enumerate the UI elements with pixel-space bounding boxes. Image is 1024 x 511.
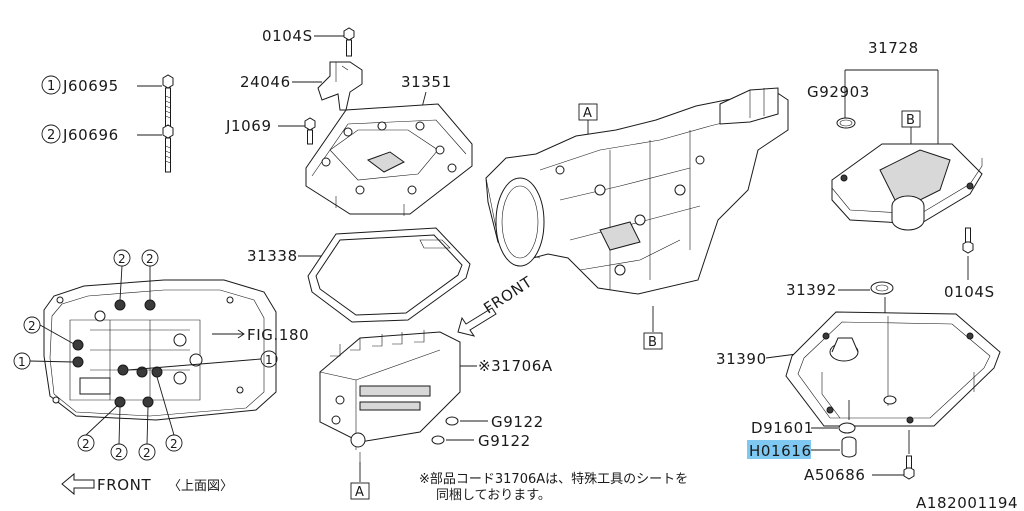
callout-a50686[interactable]: A50686 — [804, 430, 915, 484]
part-label-31706a[interactable]: ※31706A — [478, 357, 553, 375]
callout-31728[interactable]: 31728 — [844, 39, 939, 160]
callout-number-1: 1 — [47, 79, 55, 94]
fig-180-link[interactable]: FIG.180 — [247, 326, 309, 344]
figure-id: A182001194 — [916, 494, 1018, 511]
footnote-line-1: ※部品コード31706Aは、特殊工具のシートを — [419, 472, 688, 487]
front-arrow-left: FRONT 〈上面図〉 — [61, 472, 233, 496]
h01616-highlight — [747, 440, 811, 459]
valve-body-cover-31351 — [305, 103, 473, 216]
svg-text:A: A — [583, 106, 592, 121]
part-label-31728[interactable]: 31728 — [868, 39, 919, 57]
svg-text:1: 1 — [265, 353, 273, 367]
part-label-0104s-top[interactable]: 0104S — [262, 27, 313, 45]
part-label-j60696[interactable]: J60696 — [62, 126, 119, 144]
svg-text:2: 2 — [170, 437, 178, 451]
svg-text:2: 2 — [118, 252, 126, 266]
part-label-j60695[interactable]: J60695 — [62, 77, 119, 95]
box-a-bottom[interactable]: A — [350, 462, 370, 500]
part-label-31338[interactable]: 31338 — [247, 247, 298, 265]
box-b-bottom[interactable]: B — [643, 306, 663, 350]
bolt-0104s-top — [343, 27, 355, 57]
front-arrow-center: FRONT — [457, 273, 536, 337]
part-label-j1069[interactable]: J1069 — [225, 117, 272, 135]
callout-number-2: 2 — [47, 128, 55, 143]
part-label-d91601[interactable]: D91601 — [751, 419, 814, 437]
callout-24046[interactable]: 24046 — [240, 73, 322, 91]
front-label-left: FRONT — [97, 476, 151, 494]
callout-g9122-lower[interactable]: G9122 — [431, 432, 531, 450]
fig-180-reference[interactable]: FIG.180 — [212, 326, 309, 344]
bracket-24046 — [317, 61, 363, 111]
svg-text:B: B — [648, 335, 657, 350]
part-label-24046[interactable]: 24046 — [240, 73, 291, 91]
footnote-line-2: 同梱しております。 — [436, 488, 551, 503]
top-view-callouts: 2 2 2 1 1 2 2 2 2 — [13, 249, 278, 461]
oil-pan-31390 — [785, 311, 1001, 427]
bolt-j60695 — [162, 74, 174, 127]
part-label-31390[interactable]: 31390 — [716, 350, 767, 368]
part-label-a50686[interactable]: A50686 — [804, 466, 866, 484]
part-label-31392[interactable]: 31392 — [786, 281, 837, 299]
callout-g9122-upper[interactable]: G9122 — [445, 413, 544, 431]
top-view-label: 〈上面図〉 — [168, 479, 233, 494]
callout-0104s-right[interactable]: 0104S — [944, 227, 995, 301]
bolt-j60696 — [162, 124, 174, 173]
control-valve-body-31706a — [319, 330, 461, 462]
oil-strainer-31728 — [831, 143, 983, 231]
svg-text:2: 2 — [143, 446, 151, 460]
callout-h01616[interactable]: H01616 — [747, 440, 840, 460]
callout-0104s-top[interactable]: 0104S — [262, 27, 344, 45]
callout-d91601[interactable]: D91601 — [751, 419, 856, 437]
part-label-g9122-upper[interactable]: G9122 — [491, 413, 544, 431]
svg-text:2: 2 — [82, 437, 90, 451]
svg-text:1: 1 — [18, 355, 26, 369]
svg-text:B: B — [906, 113, 915, 128]
bolt-j1069 — [304, 117, 316, 145]
callout-g92903[interactable]: G92903 — [807, 83, 870, 129]
svg-text:A: A — [355, 485, 364, 500]
top-view-valve-body — [43, 279, 277, 421]
svg-text:2: 2 — [146, 252, 154, 266]
bolt-j60696-callout[interactable]: 2 J60696 — [41, 124, 162, 144]
front-label-center: FRONT — [480, 273, 535, 318]
transmission-assembly — [485, 87, 789, 295]
svg-text:2: 2 — [115, 446, 123, 460]
part-label-g9122-lower[interactable]: G9122 — [478, 432, 531, 450]
part-label-0104s-right[interactable]: 0104S — [944, 283, 995, 301]
svg-text:2: 2 — [28, 319, 36, 333]
part-label-31351[interactable]: 31351 — [401, 73, 452, 91]
bolt-j60695-callout[interactable]: 1 J60695 — [41, 75, 162, 95]
callout-31392[interactable]: 31392 — [786, 281, 894, 314]
callout-j1069[interactable]: J1069 — [225, 117, 305, 135]
gasket-31338 — [307, 227, 471, 323]
drain-plug-h01616 — [841, 400, 857, 458]
part-label-h01616[interactable]: H01616 — [749, 442, 812, 460]
part-label-g92903[interactable]: G92903 — [807, 83, 870, 101]
footnote: ※部品コード31706Aは、特殊工具のシートを 同梱しております。 — [419, 472, 688, 503]
